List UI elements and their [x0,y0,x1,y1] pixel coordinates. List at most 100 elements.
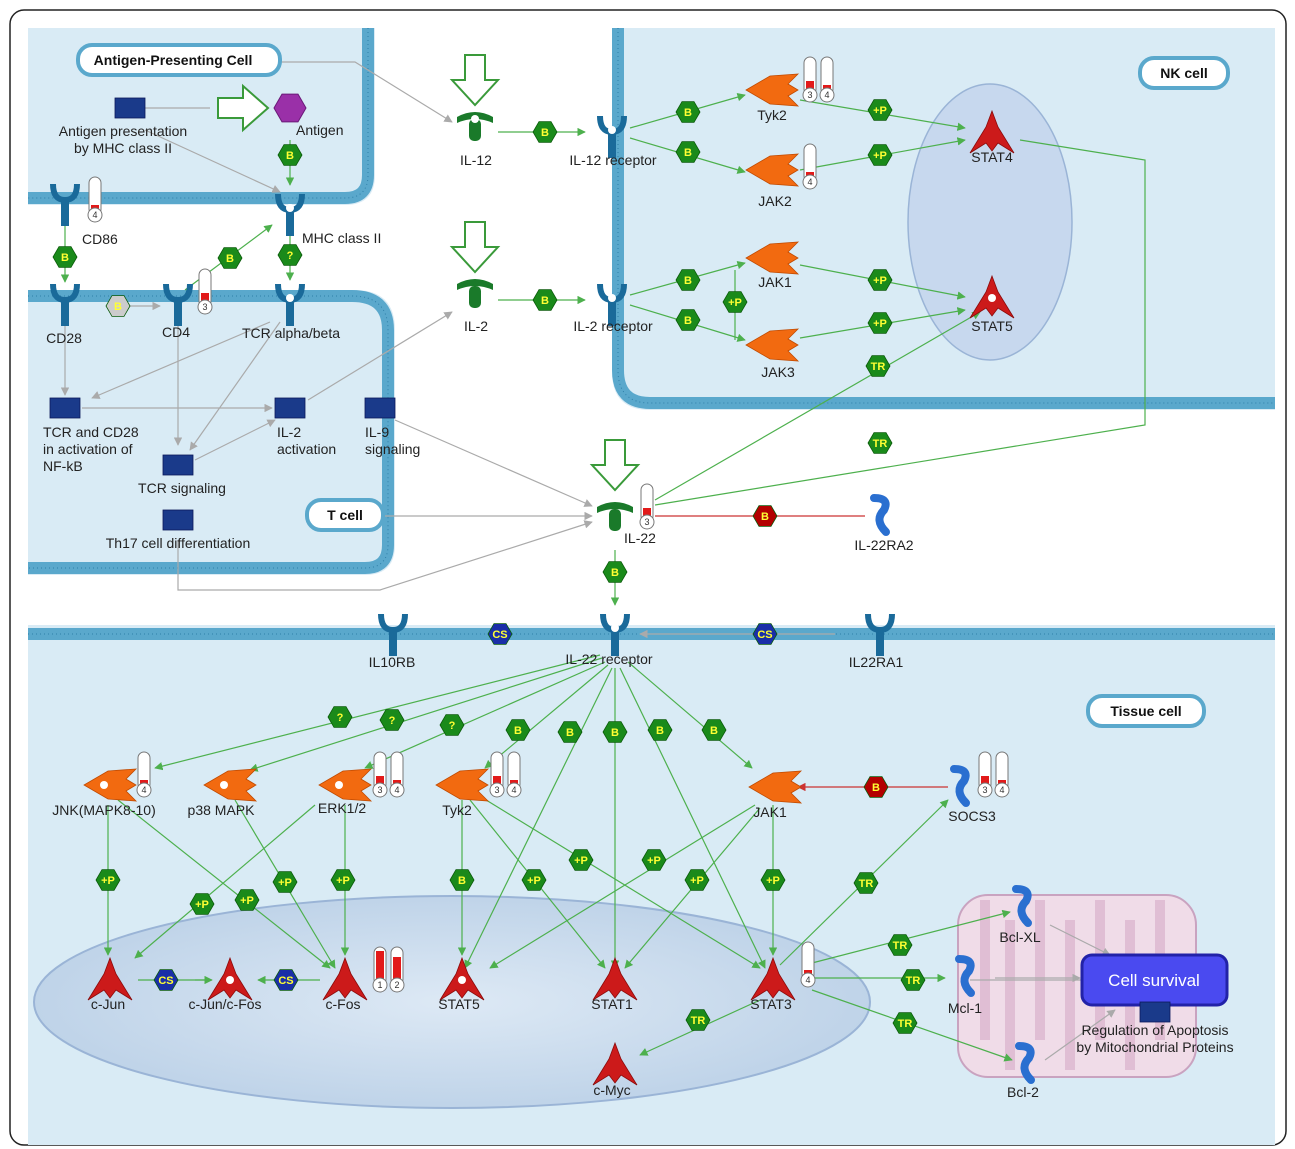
tyk2-nk-kinase [745,73,800,107]
cmyc-label: c-Myc [593,1082,630,1098]
badge-b: B [602,721,628,743]
badge-code: +P [278,877,292,889]
tcr-receptor [275,283,305,326]
stat5-label: STAT5 [438,996,480,1012]
badge-code: ? [449,720,456,732]
tyk2-kinase [435,768,490,802]
badge-code: B [286,150,294,162]
badge-q: ? [327,706,353,728]
badge-code: +P [195,899,209,911]
tissue-label: Tissue cell [1110,703,1181,719]
rank-number: 4 [92,210,97,220]
cell-survival-label: Cell survival [1108,971,1200,990]
bclxl-label: Bcl-XL [999,929,1040,945]
tcr-signaling-box [162,454,194,476]
badge-code: B [514,725,522,737]
badge-code: B [656,725,664,737]
stat1-label: STAT1 [591,996,633,1012]
p38-label: p38 MAPK [188,802,256,818]
badge-code: TR [859,878,874,890]
il2r-label: IL-2 receptor [573,318,653,334]
rank-number: 4 [511,785,516,795]
badge-b: B [532,289,558,311]
mhc2-label: MHC class II [302,230,381,246]
expression-thermometer: 4 [506,751,522,798]
antigen-presentation-box [114,97,146,119]
stat1-tf [592,956,638,1001]
badge-code: B [872,782,880,794]
th17-label: Th17 cell differentiation [106,535,251,551]
badge-tr: TR [865,355,891,377]
ligand-arrows [217,54,641,492]
il22-ligand [597,502,633,531]
mhc2-receptor [275,193,305,236]
badge-code: +P [574,855,588,867]
cd4-receptor [163,283,193,326]
badge-q: ? [277,244,303,266]
badge-code: +P [728,297,742,309]
badge-b: B [701,719,727,741]
badge-code: CS [278,975,293,987]
rank-number: 4 [805,975,810,985]
il10rb-label: IL10RB [369,654,416,670]
rank-number: 1 [377,980,382,990]
badge-code: ? [337,712,344,724]
nkcell [612,28,1275,410]
badge-tr: TR [892,1012,918,1034]
il22-receptor [600,613,630,656]
badge-code: +P [766,875,780,887]
socs3-protein [950,765,970,807]
il9-signaling-box [364,397,396,419]
il2-ligand [457,279,493,308]
badge-code: B [684,147,692,159]
badge-code: +P [873,275,887,287]
apc-label: Antigen-Presenting Cell [94,52,253,68]
badge-b: B [675,309,701,331]
badge-tr: TR [867,432,893,454]
il22ra1-label: IL22RA1 [849,654,904,670]
badge-tr: TR [853,872,879,894]
badge-q: ? [439,714,465,736]
tcell [28,290,395,575]
jak1-label: JAK1 [753,804,787,820]
jak3-label: JAK3 [761,364,795,380]
expression-thermometer: 4 [800,941,816,988]
badge-p: +P [95,869,121,891]
apoptosis-regulation-box [1139,1001,1171,1023]
badge-cs: CS [487,623,513,645]
badge-b: B [277,144,303,166]
cell-survival-box: Cell survival [1080,953,1229,1007]
jak2-kinase [745,153,800,187]
badge-code: +P [873,318,887,330]
badge-code: B [541,127,549,139]
badge-code: TR [873,438,888,450]
badge-code: B [61,252,69,264]
tyk2-nk-label: Tyk2 [757,107,787,123]
badge-code: CS [492,629,507,641]
badge-b: B [52,246,78,268]
badge-b: B [602,561,628,583]
stat5-tf [439,956,485,1001]
mcl1-label: Mcl-1 [948,1000,982,1016]
tcr-label: TCR alpha/beta [242,325,340,341]
badge-p: +P [272,871,298,893]
tissue-cell [28,625,1275,1145]
badge-code: B [541,295,549,307]
cd86-label: CD86 [82,231,118,247]
il10rb-receptor [378,613,408,656]
badge-code: TR [691,1015,706,1027]
antigen-hexagon [273,93,307,123]
jnk-label: JNK(MAPK8-10) [52,802,155,818]
tcell-label: T cell [327,507,363,523]
badge-code: B [566,727,574,739]
rank-number: 3 [807,90,812,100]
jak1-nk-kinase [745,241,800,275]
badge-cs: CS [153,969,179,991]
jak3-kinase [745,328,800,362]
badge-code: B [226,253,234,265]
badge-b-red: B [752,505,778,527]
